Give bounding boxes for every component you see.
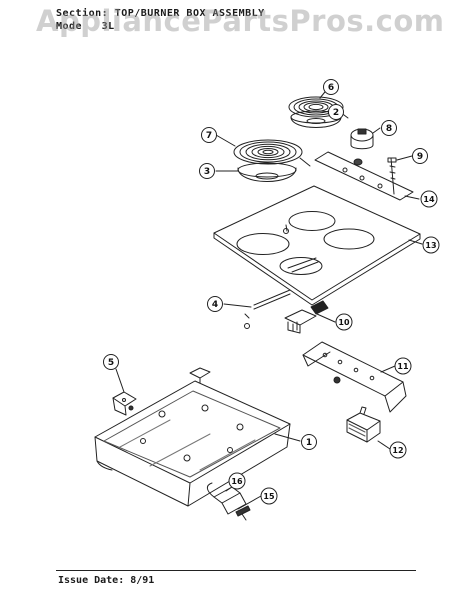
watermark-text: AppliancePartsPros.com xyxy=(36,4,445,38)
callout-9: 9 xyxy=(412,148,428,164)
footer-divider xyxy=(56,570,416,571)
callout-1: 1 xyxy=(301,434,317,450)
model-value: 3L xyxy=(101,21,115,32)
callout-8: 8 xyxy=(381,120,397,136)
callout-15: 15 xyxy=(260,487,278,505)
callout-3: 3 xyxy=(199,163,215,179)
drip-bowl-large xyxy=(237,162,297,182)
element-bar xyxy=(244,289,291,329)
model-label: Mode xyxy=(56,21,83,32)
svg-text:3: 3 xyxy=(204,167,210,177)
callout-14: 14 xyxy=(420,190,438,208)
section-title: TOP/BURNER BOX ASSEMBLY xyxy=(114,8,265,19)
svg-text:14: 14 xyxy=(423,195,435,204)
section-label: Section: xyxy=(56,8,109,19)
main-cooktop xyxy=(213,185,421,306)
terminal-block xyxy=(284,300,329,334)
svg-text:12: 12 xyxy=(392,446,403,455)
svg-text:2: 2 xyxy=(333,108,339,118)
infinite-switch xyxy=(346,406,381,443)
callout-6: 6 xyxy=(323,79,339,95)
surface-element-large xyxy=(233,139,311,167)
model-header: Mode 3L xyxy=(56,21,115,32)
callout-4: 4 xyxy=(207,296,223,312)
mounting-clip xyxy=(112,391,137,416)
svg-text:6: 6 xyxy=(328,83,334,93)
svg-text:15: 15 xyxy=(263,492,275,501)
wire-connector xyxy=(206,482,251,521)
control-panel-bracket xyxy=(314,151,414,201)
svg-text:4: 4 xyxy=(212,300,218,310)
svg-text:5: 5 xyxy=(108,358,114,368)
callout-11: 11 xyxy=(394,357,412,375)
control-knob xyxy=(350,128,374,166)
callout-12: 12 xyxy=(389,441,407,459)
screw xyxy=(387,157,397,195)
svg-text:13: 13 xyxy=(425,241,436,250)
svg-text:7: 7 xyxy=(206,131,212,141)
callout-7: 7 xyxy=(201,127,217,143)
section-header: Section: TOP/BURNER BOX ASSEMBLY xyxy=(56,8,265,19)
callout-16: 16 xyxy=(228,472,246,490)
svg-text:8: 8 xyxy=(386,124,392,134)
svg-text:1: 1 xyxy=(306,438,312,448)
callout-13: 13 xyxy=(422,236,440,254)
svg-text:11: 11 xyxy=(397,362,409,371)
issue-date: Issue Date: 8/91 xyxy=(58,575,155,586)
callout-2: 2 xyxy=(328,104,344,120)
side-bracket xyxy=(302,341,407,413)
callout-5: 5 xyxy=(103,354,119,370)
svg-text:16: 16 xyxy=(231,477,243,486)
svg-text:10: 10 xyxy=(338,318,350,327)
burner-box xyxy=(94,367,291,507)
svg-text:9: 9 xyxy=(417,152,423,162)
callout-10: 10 xyxy=(335,313,353,331)
